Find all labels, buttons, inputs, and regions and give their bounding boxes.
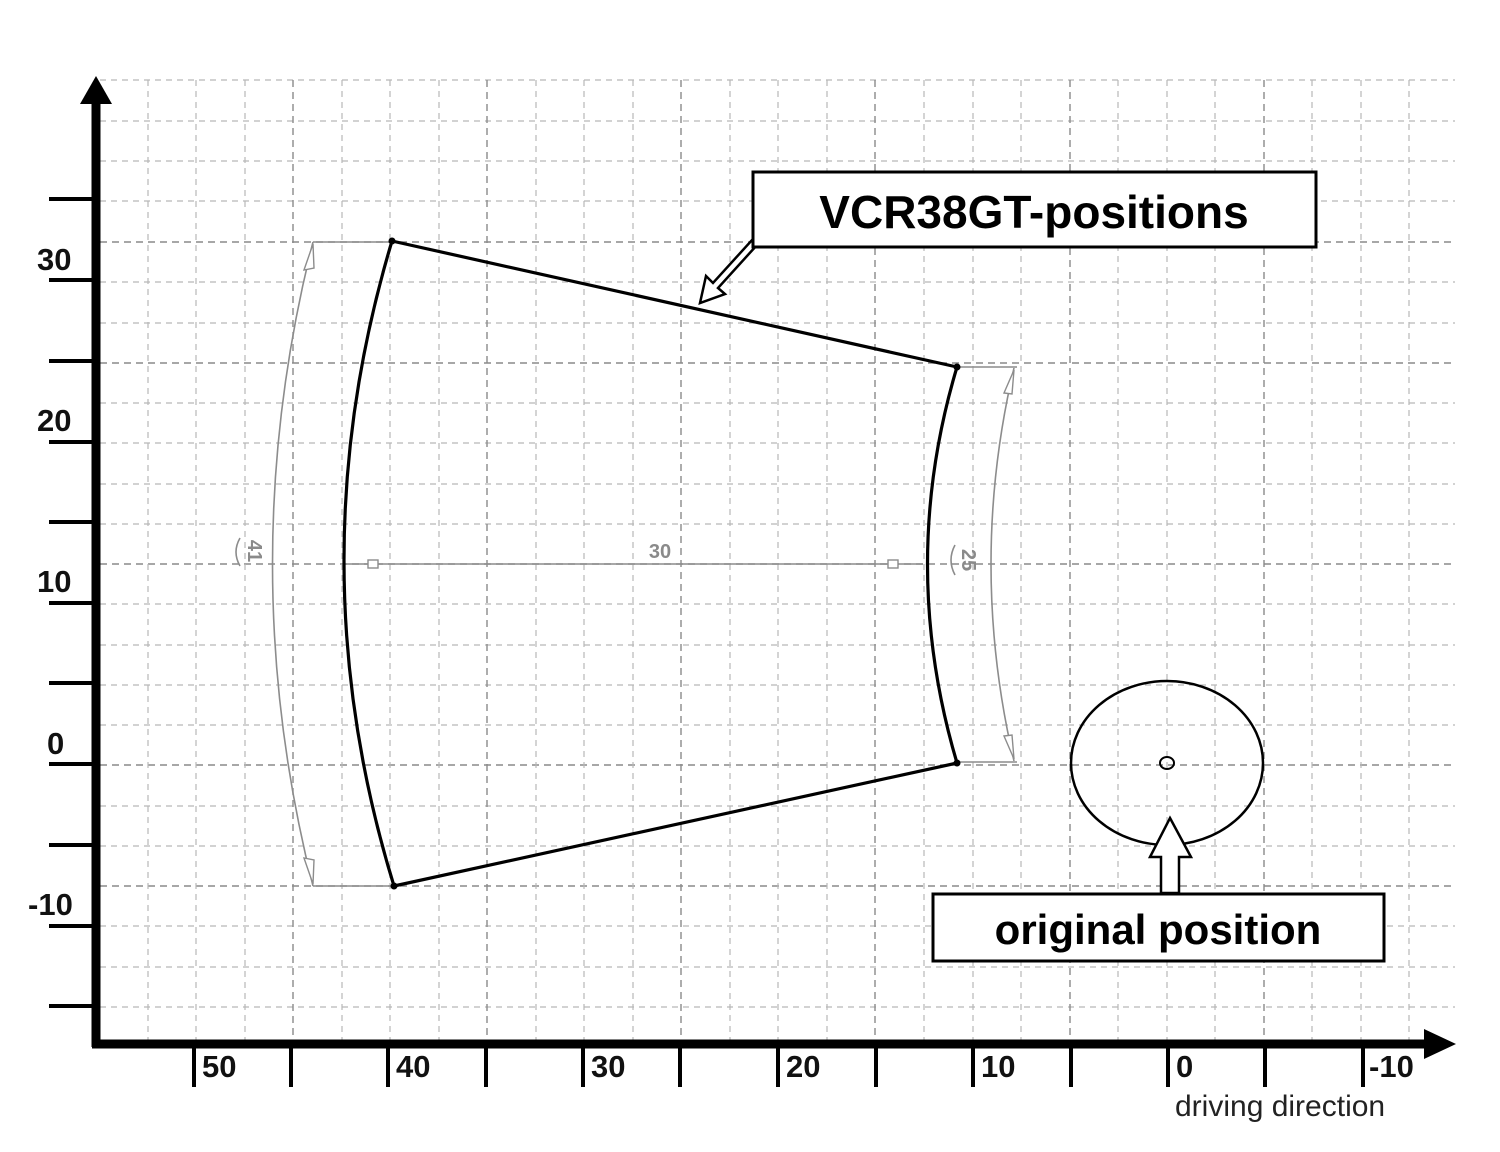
dimension-end-marker-icon bbox=[887, 559, 899, 569]
dimension-annotations: 41 25 30 bbox=[235, 241, 1017, 887]
x-axis-title: driving direction bbox=[1175, 1090, 1385, 1123]
x-tick-label-50: 50 bbox=[202, 1049, 236, 1084]
x-tick-label-30: 30 bbox=[591, 1049, 625, 1084]
arc-arrowhead-icon bbox=[302, 857, 315, 885]
x-tick-label-20: 20 bbox=[786, 1049, 820, 1084]
y-axis-arrowhead-icon bbox=[80, 76, 112, 104]
arc-arrowhead-icon bbox=[302, 243, 315, 271]
outer-arc-dimension-label: 41 bbox=[243, 540, 265, 562]
up-arrow-icon bbox=[1147, 815, 1194, 895]
radial-dimension-label: 30 bbox=[649, 541, 671, 563]
y-tick-label-30: 30 bbox=[37, 242, 71, 277]
x-tick-label-0: 0 bbox=[1176, 1049, 1193, 1084]
original-position-label-box bbox=[931, 892, 1386, 963]
corner-point-icon bbox=[390, 882, 398, 890]
original-position: original position bbox=[931, 679, 1386, 963]
x-tick-label-40: 40 bbox=[396, 1049, 430, 1084]
arc-arrowhead-icon bbox=[1002, 734, 1015, 760]
y-tick-label-neg10: -10 bbox=[28, 887, 73, 922]
callout-arrow-icon bbox=[698, 238, 759, 305]
outer-arc-dimension-line bbox=[271, 241, 314, 887]
x-axis-arrowhead-icon bbox=[1424, 1029, 1456, 1059]
vcr38gt-positions-region bbox=[342, 237, 961, 890]
original-position-center-icon bbox=[1159, 756, 1175, 770]
outer-arc bbox=[342, 240, 396, 887]
corner-point-icon bbox=[388, 237, 396, 245]
arc-arrowhead-icon bbox=[1002, 369, 1015, 395]
vcr38gt-label: VCR38GT-positions bbox=[819, 186, 1248, 238]
vcr38gt-callout: VCR38GT-positions bbox=[698, 170, 1318, 305]
x-tick-label-10: 10 bbox=[981, 1049, 1015, 1084]
dimension-end-marker-icon bbox=[367, 559, 379, 569]
y-tick-label-0: 0 bbox=[47, 726, 64, 761]
y-tick-label-10: 10 bbox=[37, 564, 71, 599]
inner-arc-dimension-line bbox=[990, 367, 1015, 762]
corner-point-icon bbox=[953, 363, 961, 371]
inner-arc bbox=[925, 366, 959, 764]
vcr38gt-label-box bbox=[751, 170, 1318, 249]
y-axis: 30 20 10 0 -10 bbox=[28, 76, 112, 1047]
x-axis: 50 40 30 20 10 0 -10 driving direction bbox=[92, 1029, 1456, 1123]
inner-arc-dimension-label: 25 bbox=[957, 549, 979, 571]
corner-point-icon bbox=[953, 759, 961, 767]
y-tick-label-20: 20 bbox=[37, 403, 71, 438]
original-position-label: original position bbox=[995, 906, 1322, 953]
x-tick-label-neg10: -10 bbox=[1369, 1049, 1414, 1084]
